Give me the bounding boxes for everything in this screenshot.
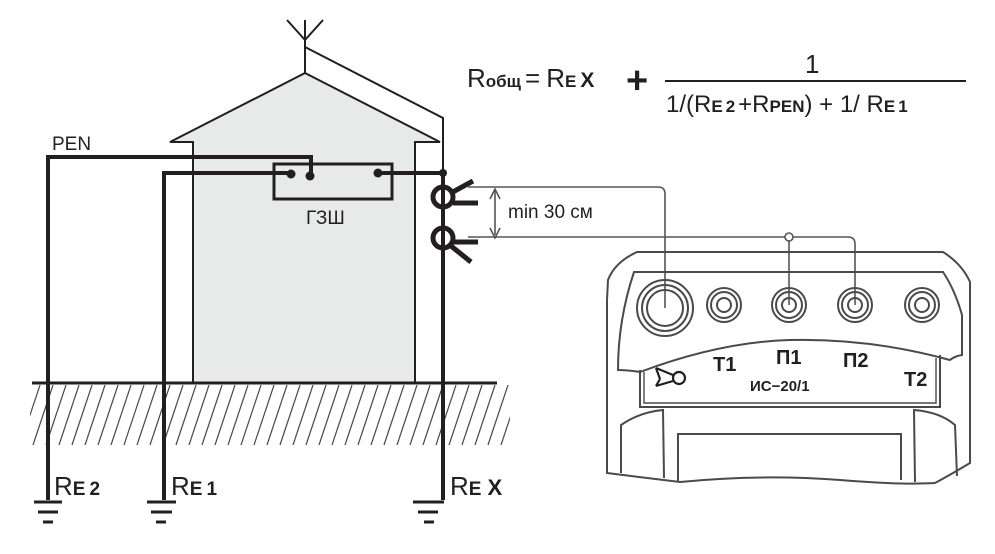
hatch-line <box>227 385 249 446</box>
hatch-line <box>461 385 483 446</box>
hatch-line <box>279 385 301 446</box>
rex-junction <box>439 169 447 177</box>
hatch-line <box>201 385 223 446</box>
device-handle-left <box>620 408 665 479</box>
distance-indicator <box>489 187 501 240</box>
pen-label: PEN <box>52 134 91 155</box>
device-handle-right <box>912 408 958 483</box>
hatch-line <box>448 385 470 446</box>
hatch-line <box>370 385 392 446</box>
hatch-line <box>123 385 145 446</box>
hatch-line <box>110 385 132 446</box>
hatch-line <box>396 385 418 446</box>
hatch-line <box>331 385 353 446</box>
clamp-icon <box>654 366 687 388</box>
hatch-line <box>344 385 366 446</box>
earth-symbol-re1 <box>147 500 176 524</box>
hatch-line <box>253 385 275 446</box>
socket-p2 <box>837 287 873 323</box>
cable-junction <box>784 232 794 242</box>
earth-symbol-rex <box>413 500 444 524</box>
hatch-line <box>71 385 93 446</box>
terminal-label-t2: T2 <box>904 369 927 391</box>
ground-hatching <box>30 385 547 446</box>
house <box>169 19 444 384</box>
device-body <box>606 251 971 485</box>
hatch-line <box>422 385 444 446</box>
hatch-line <box>30 385 41 417</box>
device-bottom-window <box>677 433 902 481</box>
distance-label: min 30 см <box>508 202 593 223</box>
hatch-line <box>266 385 288 446</box>
earth-symbol-re2 <box>34 500 62 524</box>
antenna-left <box>286 19 306 41</box>
hatch-line <box>214 385 236 446</box>
hatch-line <box>514 385 534 445</box>
formula-numerator: 1 <box>805 49 819 79</box>
gzsh-terminal-2 <box>305 171 315 181</box>
hatch-line <box>383 385 405 446</box>
hatch-line <box>527 385 547 445</box>
device-model-label: ИС−20/1 <box>750 378 810 395</box>
hatch-line <box>474 385 496 446</box>
cable-clamp-upper <box>468 186 666 308</box>
gzsh-busbar <box>272 162 394 201</box>
formula-plus: + <box>626 60 648 102</box>
cable-clamp-lower <box>468 236 856 305</box>
ground <box>30 381 547 446</box>
socket-t1 <box>706 287 742 323</box>
device-label-plate <box>639 355 941 408</box>
gzsh-label: ГЗШ <box>306 208 345 229</box>
terminal-label-p2: П2 <box>843 350 869 372</box>
terminal-label-p1: П1 <box>776 347 802 369</box>
socket-t2 <box>904 287 940 323</box>
clamp-lower <box>430 225 478 264</box>
hatch-line <box>305 385 327 446</box>
hatch-line <box>58 385 80 446</box>
hatch-line <box>500 416 510 446</box>
hatch-line <box>357 385 379 446</box>
device-top-panel <box>616 271 963 374</box>
hatch-line <box>240 385 262 446</box>
hatch-line <box>292 385 314 446</box>
hatch-line <box>318 385 340 446</box>
house-body <box>169 71 441 384</box>
hatch-line <box>84 385 106 446</box>
hatch-line <box>188 385 210 446</box>
hatch-line <box>136 385 158 446</box>
gzsh-terminal-1 <box>286 169 296 179</box>
clamp-upper <box>430 178 478 210</box>
re1-conductor <box>162 171 291 500</box>
hatch-line <box>409 385 431 446</box>
terminal-label-t1: T1 <box>713 354 736 376</box>
clamp-socket <box>636 279 694 337</box>
hatch-line <box>487 385 509 446</box>
hatch-line <box>149 385 171 446</box>
socket-p1 <box>771 287 807 323</box>
antenna-right <box>304 19 324 41</box>
hatch-line <box>435 385 457 446</box>
hatch-line <box>175 385 197 446</box>
hatch-line <box>162 385 184 446</box>
measuring-device <box>606 251 971 485</box>
lightning-conductor <box>304 46 444 172</box>
hatch-line <box>97 385 119 446</box>
